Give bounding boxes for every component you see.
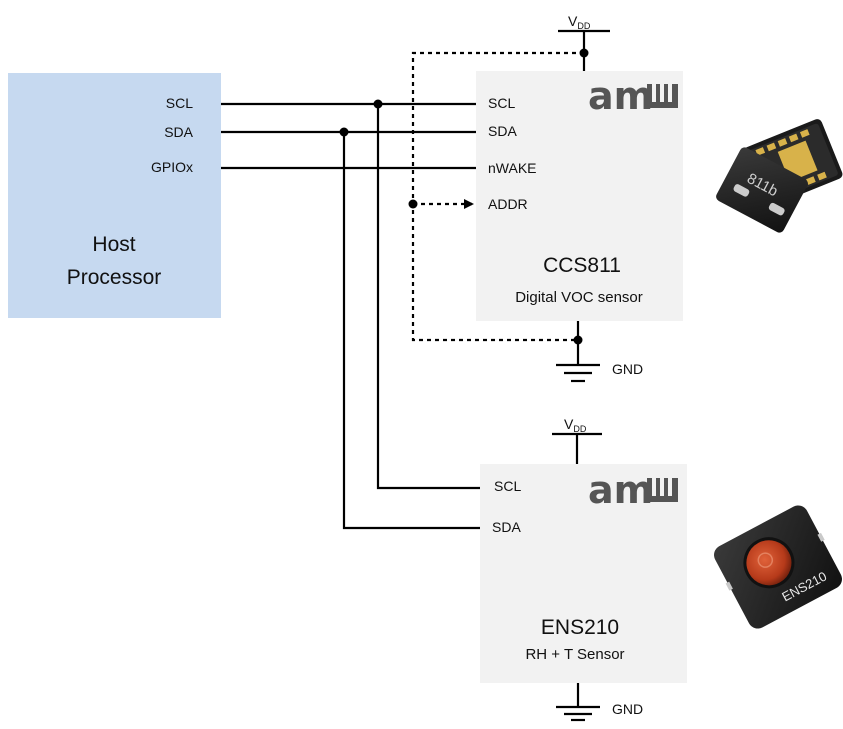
- vdd-label-ccs811: VDD: [568, 13, 591, 31]
- ens210-logo-text: am: [588, 468, 653, 512]
- ccs811-pin-nwake: nWAKE: [488, 160, 537, 176]
- ens210-pin-sda: SDA: [492, 519, 521, 535]
- sda-branch-wire: [342, 132, 480, 530]
- bus-wires: [221, 102, 480, 530]
- gnd-symbol-ccs811: [556, 321, 600, 383]
- ccs811-name: CCS811: [543, 254, 621, 277]
- scl-branch-wire: [376, 104, 480, 490]
- host-processor-block: [8, 73, 221, 318]
- gnd-label-ens210: GND: [612, 701, 643, 717]
- gnd-symbol-ens210: [556, 683, 600, 722]
- ccs811-pin-scl: SCL: [488, 95, 515, 111]
- ccs811-pin-addr: ADDR: [488, 196, 528, 212]
- host-pin-sda: SDA: [164, 124, 193, 140]
- ccs811-chip-image: 811b: [716, 119, 843, 233]
- ens210-ams-logo: am: [588, 468, 678, 512]
- host-title-line2: Processor: [67, 266, 162, 289]
- host-title-line1: Host: [92, 233, 135, 256]
- addr-dashed-wires: [411, 51, 584, 342]
- host-pin-scl: SCL: [166, 95, 193, 111]
- ccs811-block: [476, 71, 683, 321]
- vdd-label-ens210: VDD: [564, 416, 587, 434]
- sda-junction: [339, 127, 349, 137]
- ccs811-pin-sda: SDA: [488, 123, 517, 139]
- ccs811-description: Digital VOC sensor: [515, 289, 643, 306]
- gnd-label-ccs811: GND: [612, 361, 643, 377]
- scl-junction: [373, 99, 383, 109]
- ens210-name: ENS210: [541, 616, 619, 639]
- ccs811-ams-logo: am: [588, 74, 678, 118]
- addr-option-wire: [411, 51, 584, 342]
- ens210-chip-image: ENS210: [714, 505, 842, 629]
- vdd-symbol-ccs811: [558, 29, 610, 71]
- ccs811-logo-text: am: [588, 74, 653, 118]
- addr-junction: [408, 199, 418, 209]
- ens210-pin-scl: SCL: [494, 478, 521, 494]
- host-pin-gpiox: GPIOx: [151, 159, 193, 175]
- ens210-description: RH + T Sensor: [525, 646, 624, 663]
- vdd-symbol-ens210: [552, 432, 602, 464]
